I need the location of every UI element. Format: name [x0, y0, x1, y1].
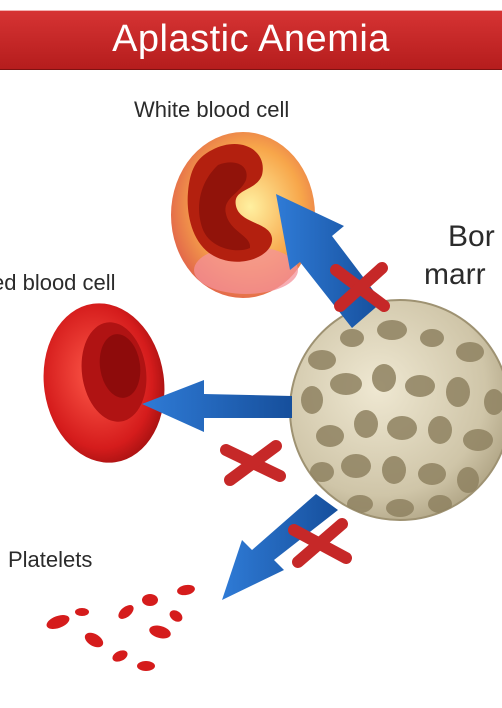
- white-blood-cell-label: White blood cell: [134, 97, 289, 123]
- cross-mark-platelets: [294, 524, 346, 562]
- red-blood-cell: [33, 295, 174, 470]
- bone-marrow: [290, 300, 502, 520]
- bone-marrow-label-line1: Bor: [448, 220, 495, 254]
- platelets-cluster: [45, 584, 196, 671]
- arrow-to-red-blood-cell: [142, 380, 292, 432]
- red-blood-cell-label: ed blood cell: [0, 270, 116, 296]
- platelets-label: Platelets: [8, 547, 92, 573]
- cross-mark-red: [226, 446, 280, 480]
- arrow-to-white-blood-cell: [276, 194, 382, 328]
- bone-marrow-label-line2: marr: [424, 258, 486, 292]
